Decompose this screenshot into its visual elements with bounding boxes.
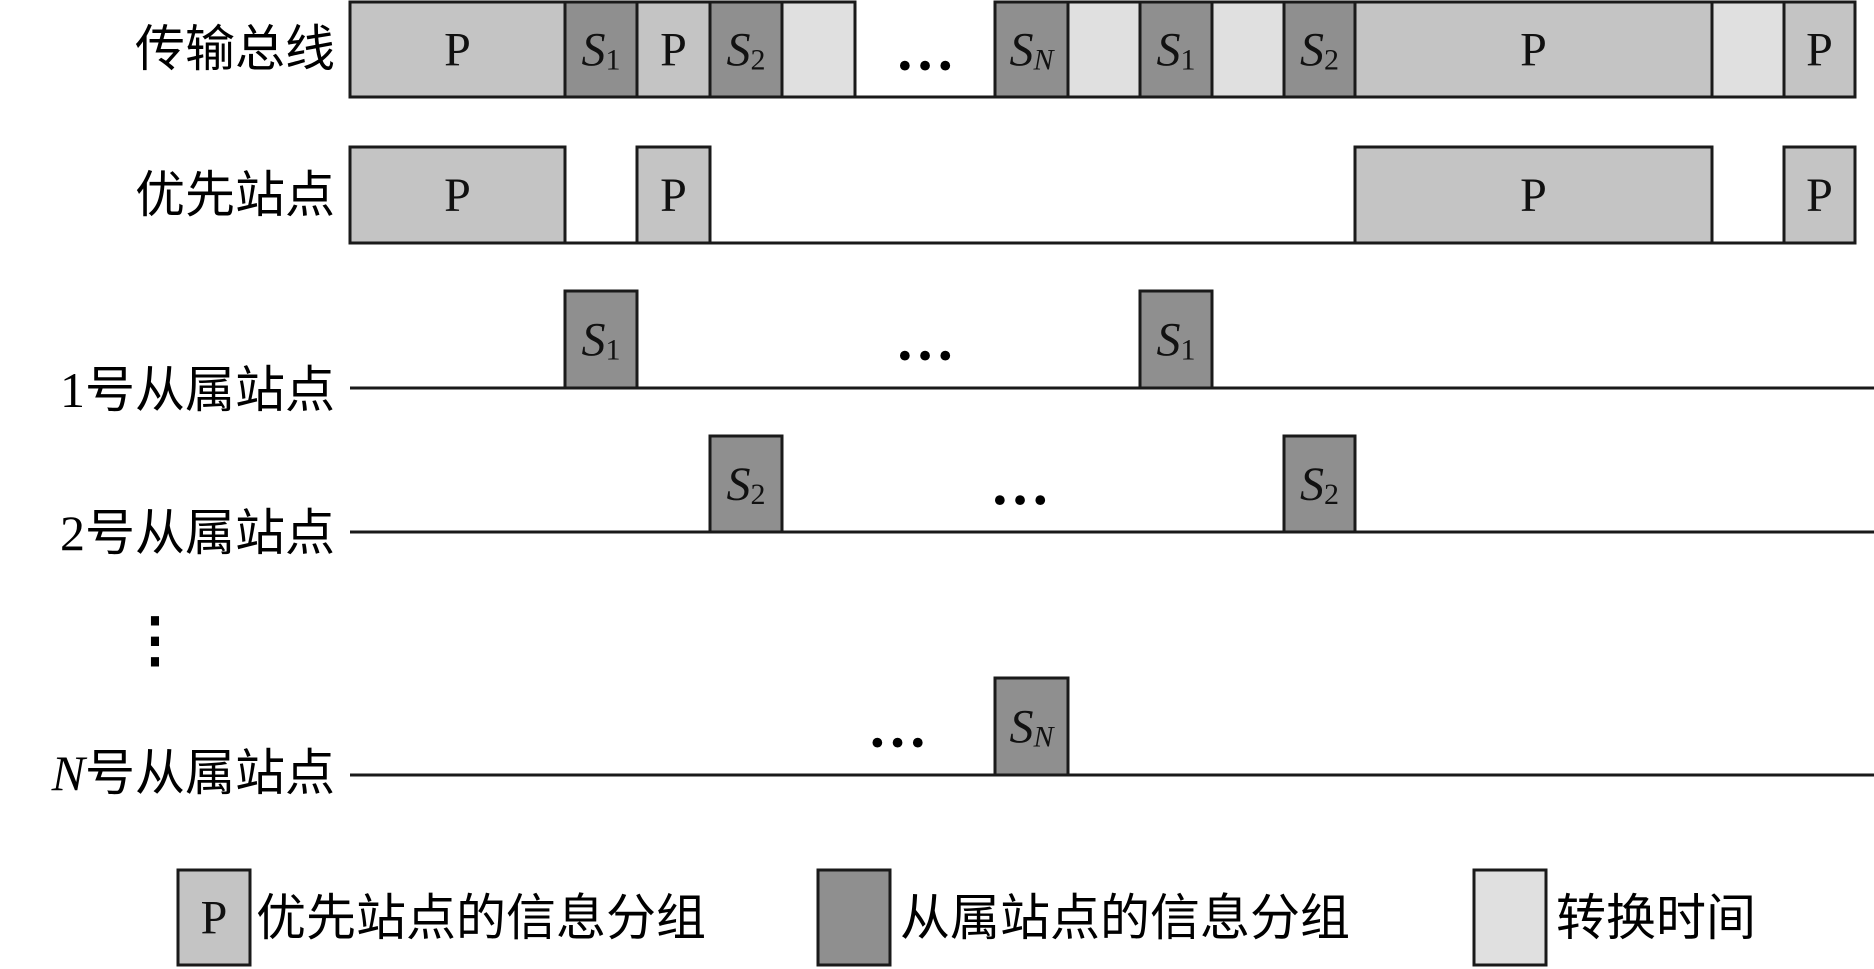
row-slave-1: 1号从属站点 S1 … S1 bbox=[60, 289, 1874, 419]
primary-packet-label: P bbox=[660, 169, 687, 222]
primary-packet-box bbox=[635, 145, 712, 245]
secondary-packet-box bbox=[1138, 0, 1214, 99]
row-label: 1号从属站点 bbox=[60, 361, 335, 419]
secondary-packet-box bbox=[993, 0, 1070, 99]
primary-packet-label: P bbox=[1520, 169, 1547, 222]
legend-swatch-label: P bbox=[201, 892, 228, 945]
legend-swatch bbox=[816, 868, 892, 967]
ellipsis: … bbox=[990, 451, 1050, 517]
primary-packet-label: P bbox=[1520, 23, 1547, 76]
row-label: N号从属站点 bbox=[51, 744, 335, 802]
secondary-packet-box bbox=[993, 676, 1070, 777]
primary-packet-label: P bbox=[1806, 23, 1833, 76]
secondary-packet-box bbox=[1138, 289, 1214, 390]
row-slave-2: 2号从属站点 S2 … S2 bbox=[60, 434, 1874, 562]
secondary-packet-box bbox=[1282, 434, 1357, 534]
row-slave-n: N号从属站点 … SN bbox=[51, 676, 1874, 802]
primary-packet-label: P bbox=[1806, 169, 1833, 222]
secondary-packet-label: SN bbox=[1009, 700, 1055, 753]
switch-packet-box bbox=[1710, 0, 1786, 99]
legend-item-secondary: 从属站点的信息分组 bbox=[816, 868, 1350, 967]
ellipsis: … bbox=[895, 307, 955, 373]
legend-swatch bbox=[176, 868, 252, 967]
primary-packet-label: P bbox=[660, 23, 687, 76]
secondary-packet-label: SN bbox=[1009, 23, 1055, 76]
primary-packet-box bbox=[1353, 145, 1714, 245]
legend-text: 优先站点的信息分组 bbox=[256, 889, 706, 947]
legend: P 优先站点的信息分组 从属站点的信息分组 转换时间 bbox=[176, 868, 1756, 967]
row-label: 2号从属站点 bbox=[60, 504, 335, 562]
secondary-packet-label: S2 bbox=[1300, 23, 1339, 76]
row-bus: 传输总线 P S1 P S2 … SN S1 S2 P P bbox=[135, 0, 1857, 99]
row-label: 传输总线 bbox=[135, 20, 335, 78]
legend-item-primary: P 优先站点的信息分组 bbox=[176, 868, 706, 967]
vertical-ellipsis: ⋮ bbox=[125, 607, 185, 673]
primary-packet-box bbox=[635, 0, 712, 99]
legend-text: 转换时间 bbox=[1556, 889, 1756, 947]
secondary-packet-box bbox=[708, 434, 784, 534]
secondary-packet-label: S1 bbox=[1157, 313, 1196, 366]
secondary-packet-label: S1 bbox=[1157, 23, 1196, 76]
row-label: 优先站点 bbox=[135, 166, 335, 224]
primary-packet-box bbox=[348, 145, 567, 245]
primary-packet-label: P bbox=[444, 23, 471, 76]
switch-packet-box bbox=[1066, 0, 1142, 99]
primary-packet-box bbox=[1782, 145, 1857, 245]
secondary-packet-label: S1 bbox=[582, 23, 621, 76]
secondary-packet-box bbox=[708, 0, 784, 99]
ellipsis: … bbox=[868, 694, 928, 760]
primary-packet-box bbox=[1782, 0, 1857, 99]
switch-packet-box bbox=[780, 0, 857, 99]
secondary-packet-label: S1 bbox=[582, 313, 621, 366]
legend-swatch bbox=[1472, 868, 1548, 967]
secondary-packet-label: S2 bbox=[727, 458, 766, 511]
secondary-packet-label: S2 bbox=[727, 23, 766, 76]
row-primary-station: 优先站点 P P P P bbox=[135, 145, 1857, 245]
legend-text: 从属站点的信息分组 bbox=[900, 889, 1350, 947]
primary-packet-label: P bbox=[444, 169, 471, 222]
secondary-packet-label: S2 bbox=[1300, 458, 1339, 511]
secondary-packet-box bbox=[563, 289, 639, 390]
legend-item-switch: 转换时间 bbox=[1472, 868, 1756, 967]
switch-packet-box bbox=[1210, 0, 1286, 99]
ellipsis: … bbox=[895, 17, 955, 83]
secondary-packet-box bbox=[1282, 0, 1357, 99]
secondary-packet-box bbox=[563, 0, 639, 99]
